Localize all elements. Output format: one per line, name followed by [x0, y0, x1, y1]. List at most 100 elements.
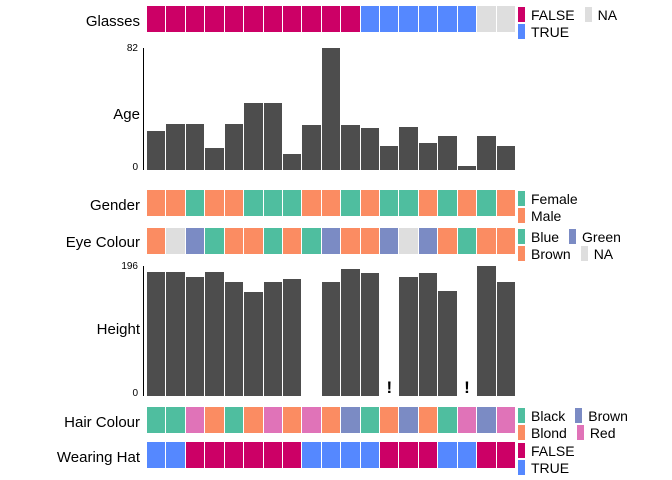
- bar: [147, 131, 166, 170]
- bar: [399, 126, 418, 170]
- tile: [418, 442, 438, 468]
- tile: [166, 6, 185, 32]
- bar-cell: [302, 48, 321, 170]
- bar-cell: [224, 266, 244, 396]
- bar: [244, 103, 263, 170]
- tile: [263, 6, 282, 32]
- bar: [496, 146, 516, 170]
- tile: [360, 228, 380, 254]
- bar: [438, 135, 457, 170]
- tile: [418, 228, 438, 254]
- tile: [457, 190, 477, 216]
- bar: [147, 271, 166, 396]
- tile: [147, 228, 166, 254]
- tile: [205, 407, 224, 433]
- legend-row: TRUE: [518, 459, 585, 476]
- tile: [380, 6, 399, 32]
- bar: [224, 281, 244, 396]
- row-label-hair-colour: Hair Colour: [64, 414, 140, 431]
- legend-item: Brown: [575, 408, 628, 423]
- bar-cell: [282, 48, 302, 170]
- tile: [457, 6, 477, 32]
- tile: [477, 407, 496, 433]
- tile: [224, 228, 244, 254]
- gender-tile-track: [147, 190, 516, 216]
- bar: [496, 281, 516, 396]
- tile: [224, 442, 244, 468]
- tile: [282, 190, 302, 216]
- tile: [360, 442, 380, 468]
- tile: [147, 190, 166, 216]
- legend-label: NA: [597, 6, 618, 23]
- tile: [438, 228, 457, 254]
- bar: [438, 291, 457, 396]
- tile: [477, 190, 496, 216]
- tile: [418, 190, 438, 216]
- tile: [360, 407, 380, 433]
- tile: [438, 407, 457, 433]
- legend-swatch: [518, 7, 525, 22]
- legend-swatch: [518, 24, 525, 39]
- legend-row: FALSE NA: [518, 6, 627, 23]
- tile: [205, 190, 224, 216]
- tile: [282, 6, 302, 32]
- bar: [477, 135, 496, 170]
- legend-swatch: [576, 425, 584, 440]
- tile: [224, 190, 244, 216]
- bar: [360, 273, 380, 396]
- legend-item: Brown: [518, 246, 571, 261]
- row-label-glasses: Glasses: [85, 13, 140, 30]
- legend-label: Brown: [588, 407, 628, 424]
- height-axis-min: 0: [132, 388, 138, 399]
- legend-item: NA: [584, 6, 618, 23]
- age-bar-track: [147, 48, 516, 170]
- legend-row: Male: [518, 207, 588, 224]
- bar: [263, 103, 282, 170]
- tile: [477, 6, 496, 32]
- age-axis-min: 0: [132, 162, 138, 173]
- tile: [282, 407, 302, 433]
- tile: [244, 407, 263, 433]
- tile: [360, 6, 380, 32]
- bar-cell: [341, 48, 360, 170]
- eye-colour-tile-track: [147, 228, 516, 254]
- legend-swatch: [584, 7, 592, 22]
- bar-cell: [438, 48, 457, 170]
- tile: [205, 442, 224, 468]
- tile: [457, 228, 477, 254]
- legend-label: TRUE: [531, 23, 570, 40]
- tile: [147, 407, 166, 433]
- bar: [321, 281, 341, 396]
- tile: [185, 6, 205, 32]
- height-axis-max: 196: [121, 261, 138, 272]
- bar: [166, 123, 185, 170]
- bar-cell: [418, 48, 438, 170]
- tile: [263, 190, 282, 216]
- legend-swatch: [580, 246, 588, 261]
- tile: [205, 228, 224, 254]
- tile: [438, 190, 457, 216]
- legend-label: Red: [589, 424, 616, 441]
- legend-item: FALSE: [518, 7, 575, 22]
- tile: [302, 6, 321, 32]
- tile: [205, 6, 224, 32]
- bar: [341, 268, 360, 396]
- tile: [341, 442, 360, 468]
- bar: [185, 276, 205, 396]
- tile: [457, 407, 477, 433]
- bar-cell: [360, 48, 380, 170]
- bar-cell: [244, 266, 263, 396]
- legend-label: FALSE: [531, 6, 575, 23]
- tile: [147, 442, 166, 468]
- tile: [438, 6, 457, 32]
- tile: [166, 190, 185, 216]
- legend-row: TRUE: [518, 23, 627, 40]
- bar: [263, 281, 282, 396]
- bar-cell: [263, 48, 282, 170]
